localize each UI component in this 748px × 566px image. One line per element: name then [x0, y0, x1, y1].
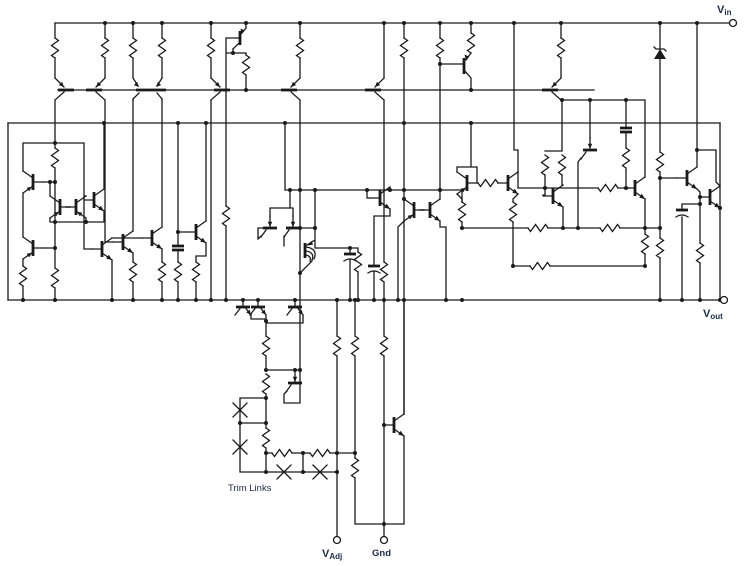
transistors: [21, 27, 722, 438]
vout-label: Vout: [703, 308, 723, 321]
vadj-label: VAdj: [322, 548, 342, 561]
compensation-capacitor: [170, 244, 186, 252]
vout-terminal[interactable]: [719, 295, 729, 305]
driver-transistor: [675, 165, 699, 191]
output-capacitor: [674, 208, 690, 219]
zener-diode: [653, 46, 667, 59]
junction-dots: [21, 21, 722, 526]
top-center-transistor: [232, 27, 247, 50]
adjust-transistor: [382, 412, 406, 438]
trim-links: [232, 402, 328, 480]
trim-links-label: Trim Links: [228, 483, 272, 494]
vin-label: Vin: [717, 4, 732, 17]
compensation-capacitor: [618, 126, 634, 134]
dual-mirror-transistor: [132, 77, 166, 101]
gnd-terminal[interactable]: [379, 535, 389, 545]
vin-terminal[interactable]: [728, 18, 738, 28]
vadj-terminal[interactable]: [332, 535, 342, 545]
terminals: [332, 18, 738, 545]
gnd-label: Gnd: [372, 548, 391, 559]
startup-transistor: [462, 54, 469, 74]
capacitors: [170, 126, 690, 275]
wires: [7, 22, 730, 537]
multi-emitter-transistor: [303, 241, 313, 258]
output-transistor: [698, 184, 722, 210]
